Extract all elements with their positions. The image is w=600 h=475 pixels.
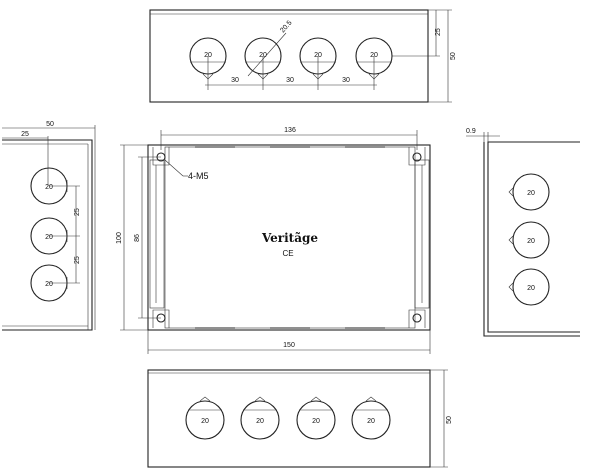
top-hole-1-label: 20 xyxy=(204,52,212,59)
bottom-hole-1-label: 20 xyxy=(201,418,209,425)
left-hole-1-label: 20 xyxy=(45,184,53,191)
top-offset-dimension: 25 xyxy=(435,28,442,36)
mount-hole-bottom-right xyxy=(408,309,426,328)
spacing-dim-1: 30 xyxy=(231,77,239,84)
diagonal-dimension: 20.5 xyxy=(279,19,293,34)
inner-width-dimension: 136 xyxy=(284,127,296,134)
left-width-dimension: 50 xyxy=(46,121,54,128)
bottom-hole-2: 20 xyxy=(240,396,280,440)
top-hole-2-label: 20 xyxy=(259,52,267,59)
left-hole-3-label: 20 xyxy=(45,281,53,288)
top-hole-3-label: 20 xyxy=(314,52,322,59)
right-hole-3: 20 xyxy=(508,268,550,306)
top-height-dimension: 50 xyxy=(450,52,457,60)
outer-width-dimension: 150 xyxy=(283,342,295,349)
bottom-hole-1: 20 xyxy=(185,396,225,440)
bottom-hole-4: 20 xyxy=(351,396,391,440)
bottom-height-dimension: 50 xyxy=(446,416,453,424)
bottom-hole-2-label: 20 xyxy=(256,418,264,425)
bottom-hole-3: 20 xyxy=(296,396,336,440)
brand-logo: Veritãge xyxy=(261,231,318,245)
bottom-hole-3-label: 20 xyxy=(312,418,320,425)
front-view-outline xyxy=(147,144,431,331)
left-spacing-dim-1: 25 xyxy=(74,208,81,216)
right-hole-3-label: 20 xyxy=(527,285,535,292)
top-view: 20 20 20 20 20.5 30 30 30 xyxy=(149,9,457,103)
top-hole-4-label: 20 xyxy=(370,52,378,59)
inner-height-dimension: 86 xyxy=(134,234,141,242)
right-hole-2-label: 20 xyxy=(527,238,535,245)
front-view: 4-M5 Veritãge CE 136 150 100 86 xyxy=(116,127,431,354)
right-hole-1: 20 xyxy=(508,173,550,211)
right-view: 0.9 20 20 20 xyxy=(466,128,580,337)
right-hole-2: 20 xyxy=(508,221,550,259)
ce-mark: CE xyxy=(282,249,293,258)
left-spacing-dim-2: 25 xyxy=(74,256,81,264)
mount-hole-top-right xyxy=(408,147,426,166)
left-offset-dimension: 25 xyxy=(21,131,29,138)
bottom-hole-4-label: 20 xyxy=(367,418,375,425)
left-view-outline xyxy=(2,139,93,331)
right-hole-1-label: 20 xyxy=(527,190,535,197)
right-thickness-dimension: 0.9 xyxy=(466,128,476,135)
left-view: 50 25 20 20 20 25 25 xyxy=(2,121,96,331)
right-view-outline xyxy=(487,141,580,333)
spacing-dim-2: 30 xyxy=(286,77,294,84)
outer-height-dimension: 100 xyxy=(116,232,123,244)
bottom-view-outline xyxy=(147,369,431,468)
diagonal-dimension-line xyxy=(247,32,287,77)
spacing-dim-3: 30 xyxy=(342,77,350,84)
screw-callout: 4-M5 xyxy=(188,171,209,181)
bottom-view: 20 20 20 20 50 xyxy=(147,369,453,468)
mount-hole-bottom-left xyxy=(152,309,170,328)
left-hole-2-label: 20 xyxy=(45,234,53,241)
